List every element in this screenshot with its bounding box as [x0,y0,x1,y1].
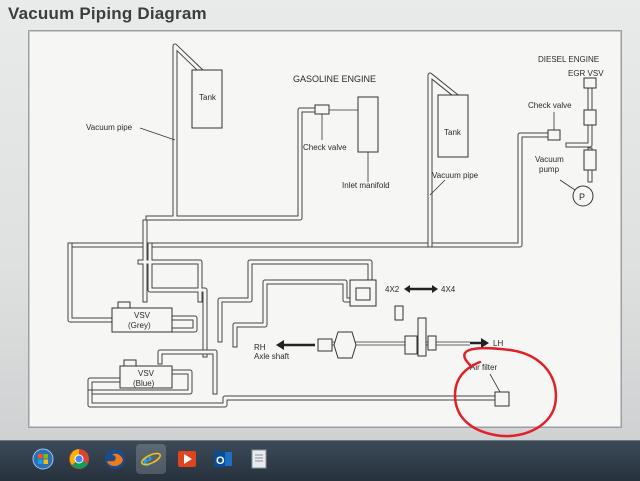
axle-coupler [404,335,418,355]
tank-left [191,69,223,129]
windows-start-icon[interactable] [28,444,58,474]
inlet-manifold [357,96,379,153]
tank-right-label: Tank [444,128,462,137]
vacuum-pipe-right-label: Vacuum pipe [432,171,479,180]
tank-left-label: Tank [199,93,217,102]
diesel-engine-label: DIESEL ENGINE [538,55,599,64]
pump-fitting [583,149,597,171]
document-icon[interactable] [244,444,274,474]
chrome-icon[interactable] [64,444,94,474]
gasoline-engine-label: GASOLINE ENGINE [293,74,376,84]
pump-symbol: P [579,192,585,202]
vsv-blue-label-2: (Blue) [133,379,155,388]
lh-label: LH [493,339,503,348]
diff-housing [333,331,357,359]
vacuum-pump-label-2: pump [539,165,560,174]
tank-right [437,94,469,158]
vacuum-switch [394,305,404,321]
gas-check-valve [314,104,330,115]
diesel-fitting [583,109,597,126]
vsv-blue [119,365,173,389]
vsv-blue-port [123,359,137,367]
axle-actuator [417,317,427,357]
annotation-circle [453,346,558,438]
pipe-network [67,43,593,408]
vsv-blue-label-1: VSV [138,369,155,378]
actuator-inner [355,287,371,301]
vacuum-pipe-left-label: Vacuum pipe [86,123,133,132]
internet-explorer-icon[interactable]: e [136,444,166,474]
egr-vsv [583,77,597,89]
vsv-grey-port [117,301,131,309]
media-player-icon[interactable] [172,444,202,474]
air-filter-label: Air filter [470,363,497,372]
vsv-grey-label-1: VSV [134,311,151,320]
vacuum-pump-label-1: Vacuum [535,155,564,164]
vacuum-pump [572,185,594,207]
svg-text:O: O [216,455,225,467]
taskbar: e O [0,440,640,481]
axle-rh-end [317,338,333,352]
rh-label: RH [254,343,266,352]
air-filter [494,391,510,407]
firefox-icon[interactable] [100,444,130,474]
page-title: Vacuum Piping Diagram [8,4,207,23]
screen: Vacuum Piping Diagram [0,0,640,440]
axle-lh-end [427,335,437,351]
mode-4x2-label: 4X2 [385,285,400,294]
vsv-grey-label-2: (Grey) [128,321,151,330]
vacuum-piping-diagram: Tank Tank Inlet manifold Check valve GAS… [67,43,604,438]
diesel-check-valve-label: Check valve [528,101,572,110]
gas-check-valve-label: Check valve [303,143,347,152]
inlet-manifold-label: Inlet manifold [342,181,390,190]
axle-shaft-label: Axle shaft [254,352,290,361]
mode-4x4-label: 4X4 [441,285,456,294]
diesel-check-valve [547,129,561,141]
egr-vsv-label: EGR VSV [568,69,604,78]
vsv-grey [111,307,173,333]
svg-text:e: e [143,449,152,470]
outlook-icon[interactable]: O [208,444,238,474]
